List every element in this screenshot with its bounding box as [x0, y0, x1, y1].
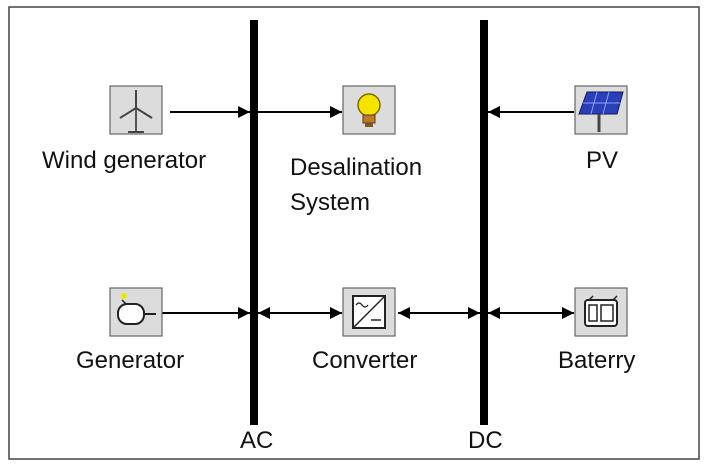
- desalination-label-line2: System: [290, 189, 370, 216]
- converter-label: Converter: [312, 347, 417, 374]
- battery-label: Baterry: [558, 347, 635, 374]
- diagram-frame: [8, 6, 700, 460]
- wind-generator-label: Wind generator: [42, 147, 206, 174]
- converter-icon[interactable]: [342, 287, 396, 337]
- generator-label: Generator: [76, 347, 184, 374]
- light-bulb-icon[interactable]: [342, 85, 396, 135]
- pv-label: PV: [586, 147, 618, 174]
- generator-icon[interactable]: [109, 287, 163, 337]
- desalination-label-line1: Desalination: [290, 154, 422, 181]
- solar-panel-icon[interactable]: [574, 85, 628, 135]
- dc-bus: [480, 20, 488, 425]
- ac-bus: [250, 20, 258, 425]
- ac-bus-label: AC: [240, 427, 273, 454]
- dc-bus-label: DC: [468, 427, 503, 454]
- wind-turbine-icon[interactable]: [109, 85, 163, 135]
- battery-icon[interactable]: [574, 287, 628, 337]
